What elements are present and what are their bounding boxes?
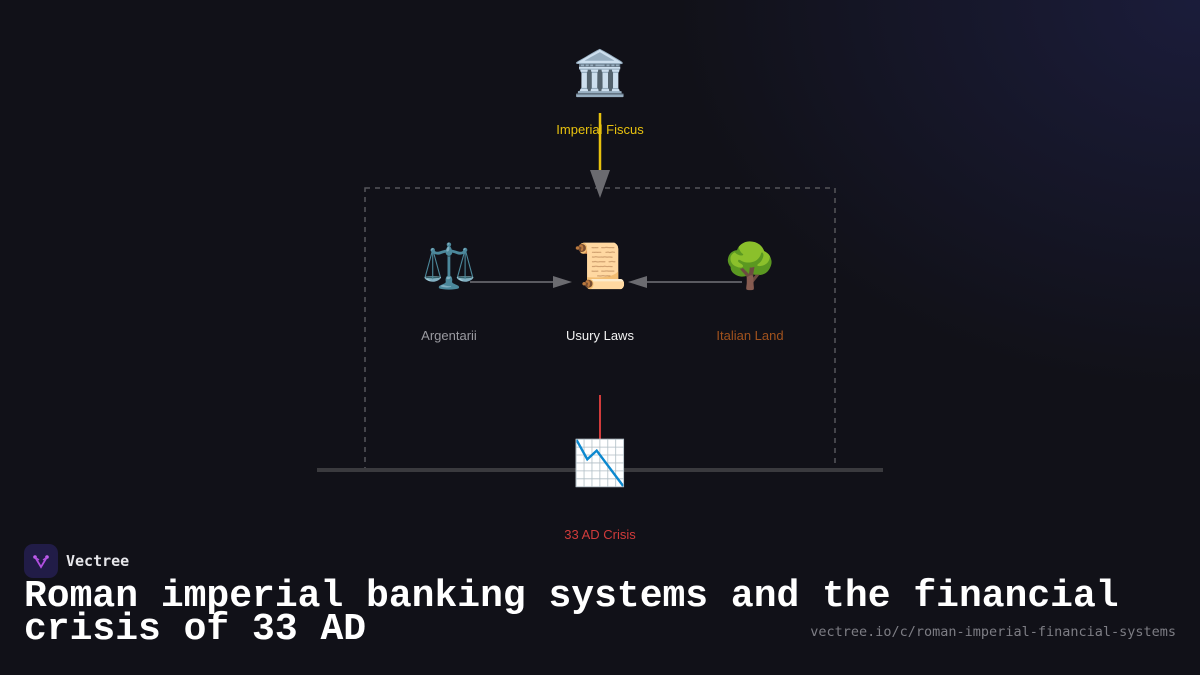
- page-title: Roman imperial banking systems and the f…: [24, 575, 1119, 651]
- node-label: 33 AD Crisis: [564, 527, 636, 542]
- node-usury-laws[interactable]: 📜 Usury Laws: [540, 241, 660, 343]
- source-url[interactable]: vectree.io/c/roman-imperial-financial-sy…: [810, 624, 1176, 640]
- node-crisis-33ad[interactable]: 📉 33 AD Crisis: [540, 438, 660, 542]
- node-imperial-fiscus[interactable]: 🏛️ Imperial Fiscus: [540, 48, 660, 137]
- node-label: Italian Land: [716, 328, 784, 343]
- tree-icon: 🌳: [722, 242, 778, 291]
- node-label: Imperial Fiscus: [556, 122, 644, 137]
- chart-decreasing-icon: 📉: [572, 439, 628, 488]
- arrowhead-left: [628, 276, 647, 288]
- node-label: Usury Laws: [566, 328, 634, 343]
- node-italian-land[interactable]: 🌳 Italian Land: [690, 241, 810, 343]
- arrowhead-right: [553, 276, 572, 288]
- arrowhead-down: [590, 170, 610, 198]
- balance-scale-icon: ⚖️: [421, 242, 477, 291]
- classical-building-icon: 🏛️: [572, 49, 628, 98]
- scroll-icon: 📜: [572, 242, 628, 291]
- brand: Vectree: [24, 544, 129, 578]
- node-argentarii[interactable]: ⚖️ Argentarii: [389, 241, 509, 343]
- node-label: Argentarii: [421, 328, 477, 343]
- brand-name: Vectree: [66, 552, 130, 570]
- vectree-logo-icon: [24, 544, 58, 578]
- diagram-canvas: [317, 113, 883, 472]
